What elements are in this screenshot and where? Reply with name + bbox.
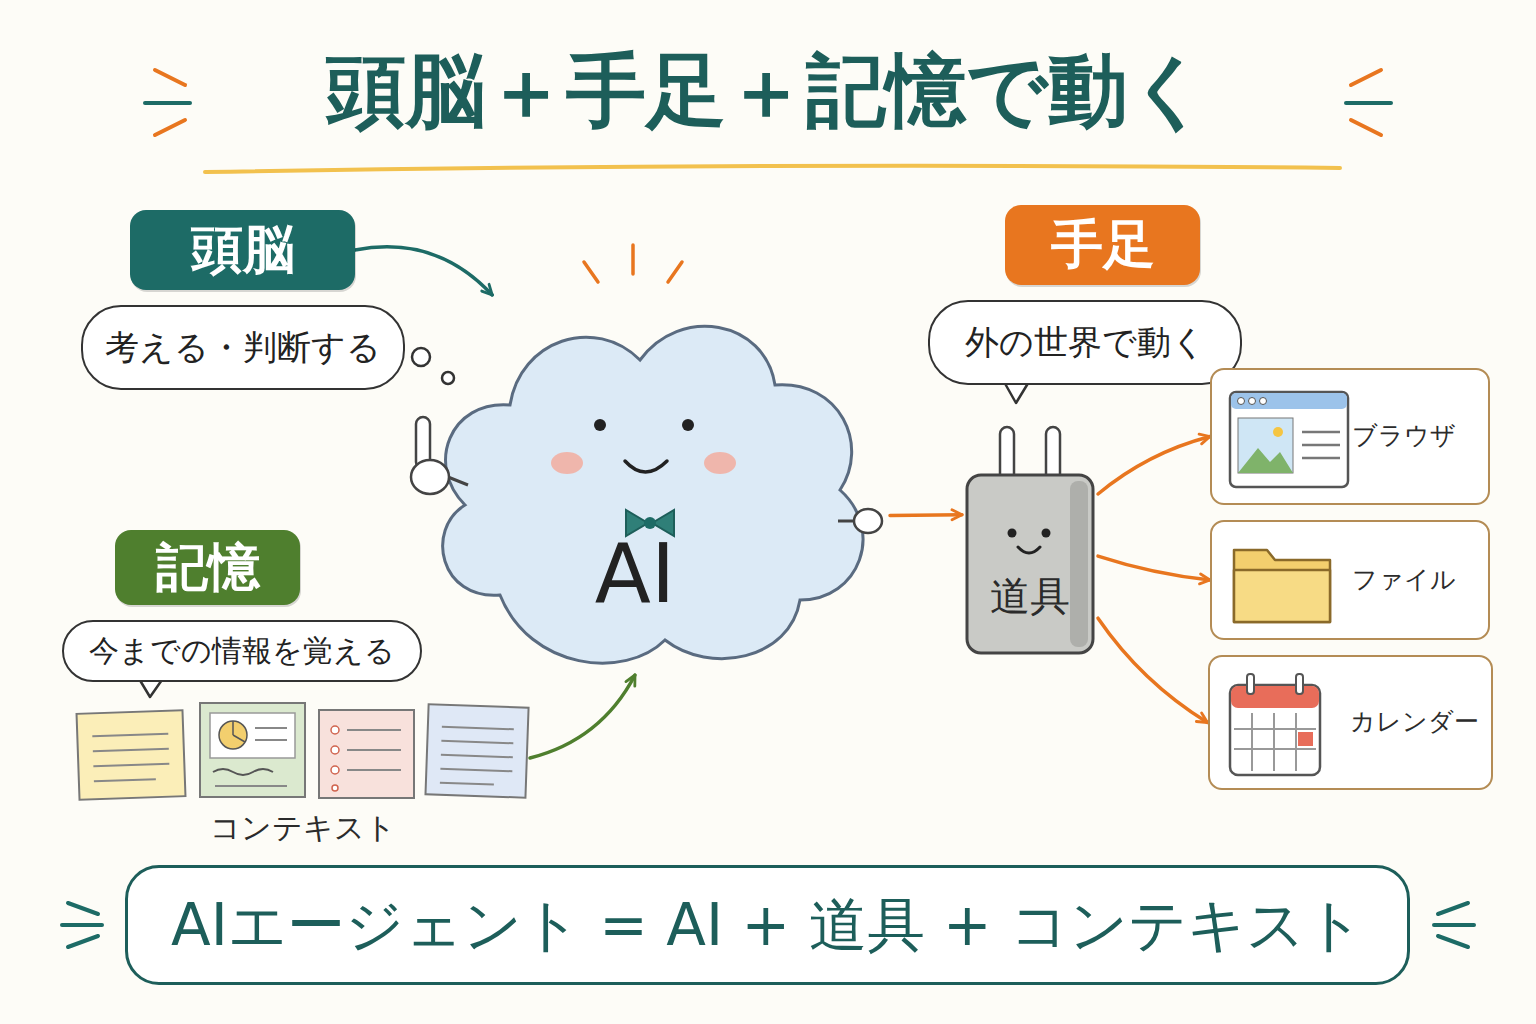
node-text: 外の世界で動く [965,323,1206,362]
node-text: カレンダー [1350,708,1479,737]
node-text: コンテキスト [210,811,396,846]
ai-cloud: AI [380,295,890,675]
node-text: 考える・判断する [105,328,381,367]
node-text: 今までの情報を覚える [89,634,395,669]
tag-label: 記憶 [115,530,300,605]
tool-box: ブラウザ [1210,368,1490,505]
arrow-connector [355,247,492,295]
tag-label: 手足 [1005,205,1200,285]
node-text: AIエージェント = AI + 道具 + コンテキスト [171,892,1364,959]
node-text: 記憶 [156,538,260,598]
node-text: ファイル [1352,566,1456,595]
node-text: ブラウザ [1352,422,1456,451]
node-text: 手足 [1051,215,1155,275]
page-title: 頭脳＋手足＋記憶で動く [0,38,1536,146]
node-text: 頭脳 [191,220,295,280]
arrow-connector [1098,556,1210,580]
arrow-connector [890,513,962,517]
tool-box: ファイル [1210,520,1490,640]
speech-bubble: 外の世界で動く [928,300,1242,385]
document-stack: コンテキスト [75,700,530,845]
tool-device-art [962,425,1098,655]
arrow-connector [1098,437,1210,495]
tool-box: カレンダー [1208,655,1493,790]
node-text: AI [595,527,675,621]
tag-label: 頭脳 [130,210,355,290]
thought-bubble: 考える・判断する [81,305,405,390]
arrow-connector [530,675,635,758]
node-text: 道具 [990,573,1070,619]
arrow-connector [1098,618,1208,722]
formula-box: AIエージェント = AI + 道具 + コンテキスト [125,865,1410,985]
speech-bubble: 今までの情報を覚える [62,620,422,682]
tool-device: 道具 [962,425,1098,655]
